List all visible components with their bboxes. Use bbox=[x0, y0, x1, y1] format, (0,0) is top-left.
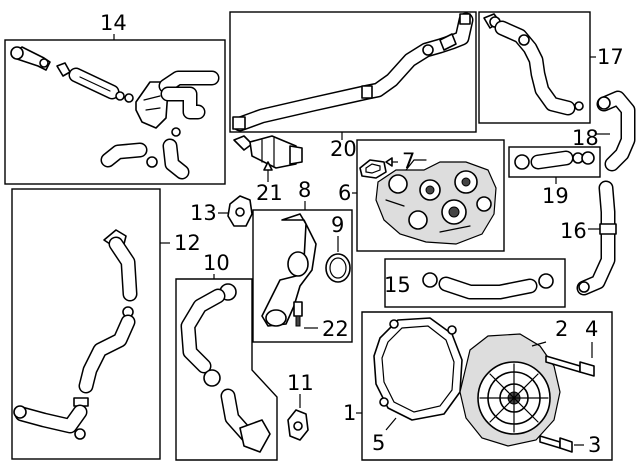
part-16-hose bbox=[576, 180, 617, 296]
box-19 bbox=[508, 146, 601, 178]
box-14 bbox=[4, 39, 226, 185]
callout-9: 9 bbox=[331, 213, 344, 237]
callout-3: 3 bbox=[588, 433, 601, 457]
box-15 bbox=[384, 258, 566, 308]
callout-12: 12 bbox=[174, 231, 201, 255]
callout-13: 13 bbox=[190, 201, 217, 225]
callout-22: 22 bbox=[322, 317, 349, 341]
part-20-pipe bbox=[232, 12, 474, 132]
box-6 bbox=[356, 139, 505, 252]
part-15-hose bbox=[422, 272, 554, 300]
arrow-21 bbox=[263, 161, 273, 171]
callout-15: 15 bbox=[384, 273, 411, 297]
leader-5 bbox=[385, 417, 397, 431]
part-8-outlet bbox=[261, 213, 317, 327]
part-3-bolt bbox=[539, 435, 573, 453]
part-2-pump bbox=[459, 333, 561, 447]
part-6-housing bbox=[375, 159, 497, 245]
callout-16: 16 bbox=[560, 219, 587, 243]
part-18-elbow bbox=[596, 90, 636, 172]
callout-5: 5 bbox=[372, 431, 385, 455]
part-5-gasket bbox=[373, 317, 463, 421]
part-12-pipe bbox=[13, 229, 138, 440]
callout-7: 7 bbox=[402, 149, 415, 173]
box-1 bbox=[361, 311, 613, 461]
part-19-hose bbox=[514, 150, 595, 170]
part-4-bolt bbox=[545, 355, 595, 377]
box-8 bbox=[252, 209, 353, 343]
callout-8: 8 bbox=[298, 178, 311, 202]
box-20 bbox=[229, 11, 477, 133]
part-13-flange bbox=[227, 195, 253, 227]
callout-10: 10 bbox=[203, 251, 230, 275]
part-14-hoses bbox=[10, 46, 220, 180]
callout-19: 19 bbox=[542, 184, 569, 208]
part-7-gasket-inner bbox=[365, 163, 381, 174]
part-7-gasket bbox=[359, 159, 387, 179]
callout-4: 4 bbox=[585, 317, 598, 341]
part-9-oring-inner bbox=[329, 257, 347, 279]
callout-6: 6 bbox=[338, 181, 351, 205]
box-12 bbox=[11, 188, 161, 460]
part-21-fitting bbox=[233, 135, 303, 169]
part-10-hose bbox=[180, 283, 271, 453]
arrow-7 bbox=[385, 157, 393, 167]
callout-11: 11 bbox=[287, 371, 314, 395]
callout-14: 14 bbox=[100, 11, 127, 35]
part-11-bracket bbox=[287, 409, 309, 441]
part-22-sensor bbox=[293, 301, 303, 327]
callout-21: 21 bbox=[256, 181, 283, 205]
part-17-hose bbox=[483, 13, 584, 116]
callout-1: 1 bbox=[343, 401, 356, 425]
box-10 bbox=[175, 278, 278, 461]
callout-2: 2 bbox=[555, 317, 568, 341]
callout-17: 17 bbox=[597, 45, 624, 69]
leader-2 bbox=[531, 341, 547, 347]
box-17 bbox=[478, 11, 591, 124]
callout-18: 18 bbox=[572, 126, 599, 150]
callout-20: 20 bbox=[330, 137, 357, 161]
